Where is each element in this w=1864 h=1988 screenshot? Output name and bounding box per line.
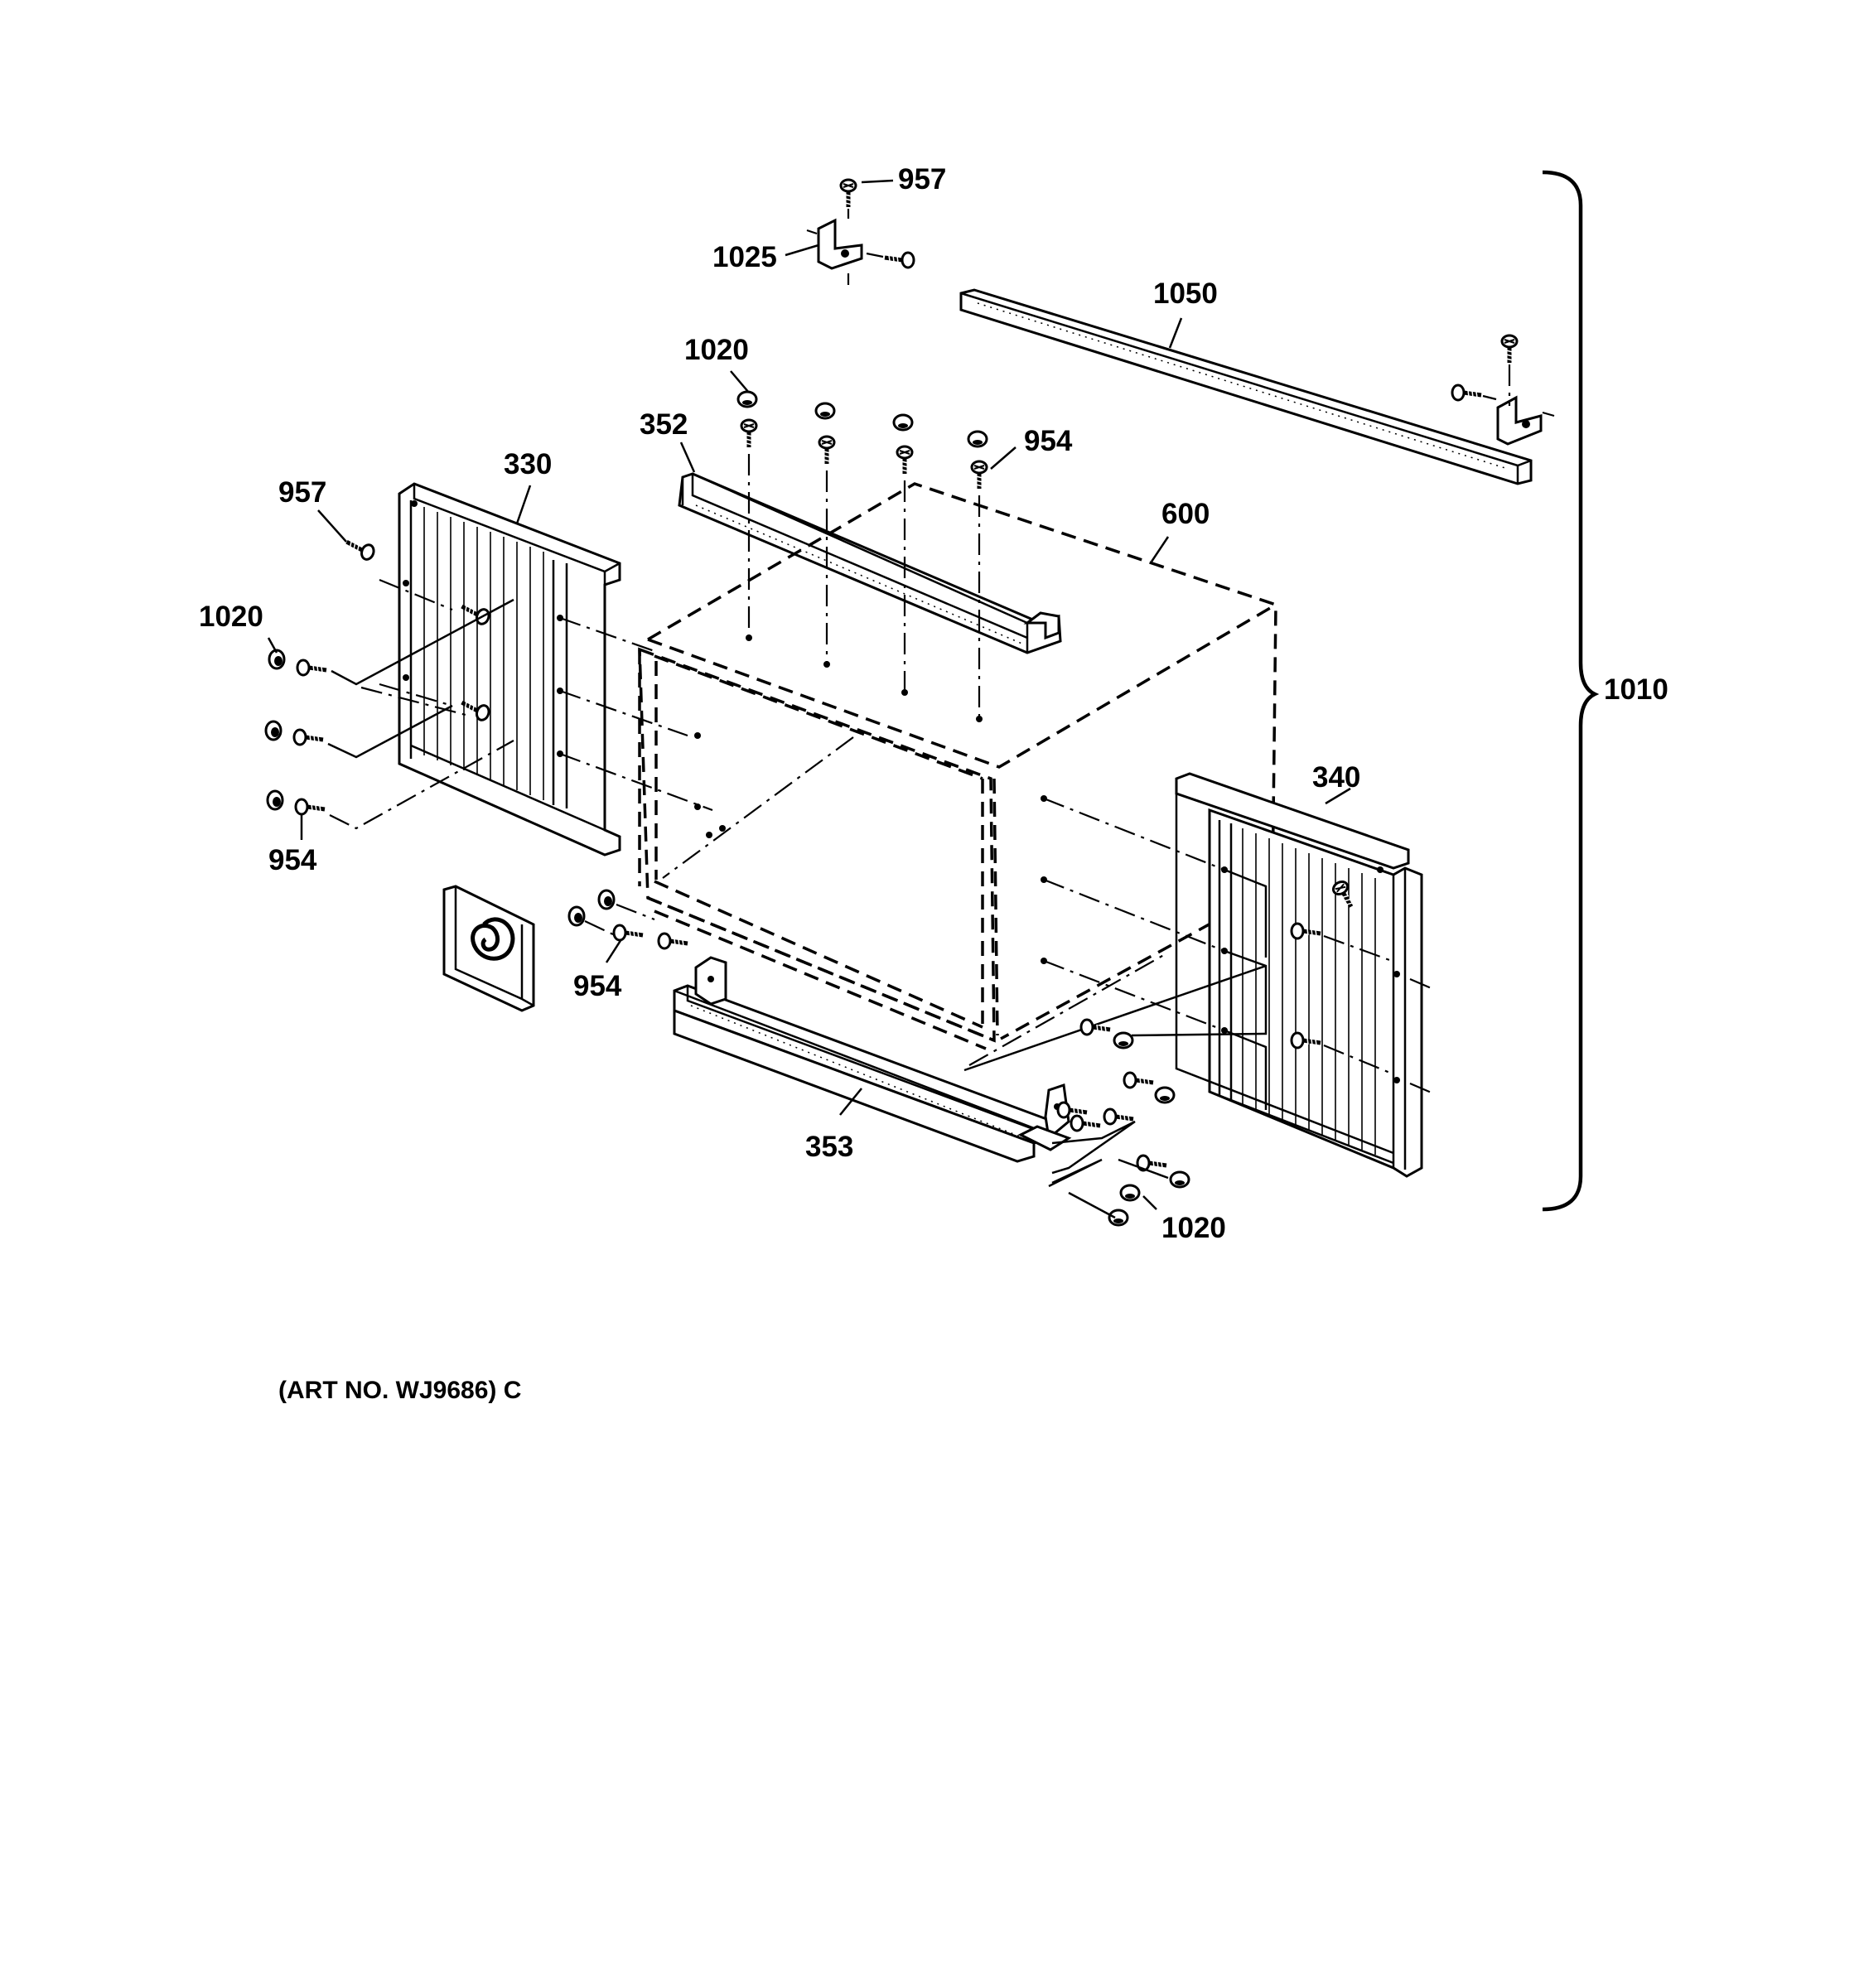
corner-bracket-1025 — [806, 180, 914, 285]
corner-bracket-right — [1452, 335, 1555, 446]
top-fasteners — [736, 390, 987, 722]
callout-957-left: 957 — [278, 476, 326, 509]
assembly-bracket-1010 — [1542, 170, 1600, 1212]
middle-fasteners — [567, 889, 688, 948]
side-panel-330 — [379, 482, 713, 856]
callout-954-mid: 954 — [573, 970, 622, 1002]
callout-600: 600 — [1161, 498, 1210, 530]
callout-957-top: 957 — [898, 163, 946, 195]
callout-1025: 1025 — [712, 241, 777, 273]
side-panel-340 — [1131, 772, 1434, 1178]
top-channel-352 — [678, 472, 1062, 654]
cabinet-outline-600 — [638, 482, 1277, 1066]
callout-954-left: 954 — [268, 844, 317, 876]
callout-352: 352 — [640, 408, 688, 441]
callout-1010: 1010 — [1604, 673, 1668, 706]
bottom-rail-353 — [673, 956, 1072, 1163]
callout-1020-bottom: 1020 — [1161, 1212, 1226, 1244]
callout-954-top: 954 — [1024, 425, 1073, 457]
callout-1050: 1050 — [1153, 277, 1218, 310]
callout-1020-left: 1020 — [199, 601, 263, 633]
left-fasteners — [264, 538, 514, 830]
callout-330: 330 — [504, 448, 552, 480]
callout-353: 353 — [805, 1131, 853, 1163]
right-fastener-lines — [963, 795, 1267, 1227]
callout-1020-top: 1020 — [684, 334, 749, 366]
top-rail-1050 — [959, 288, 1533, 485]
callout-340: 340 — [1312, 761, 1360, 794]
foam-seal-block — [442, 885, 535, 1012]
art-number-caption: (ART NO. WJ9686) C — [278, 1377, 521, 1404]
leader-lines — [267, 179, 1351, 1210]
